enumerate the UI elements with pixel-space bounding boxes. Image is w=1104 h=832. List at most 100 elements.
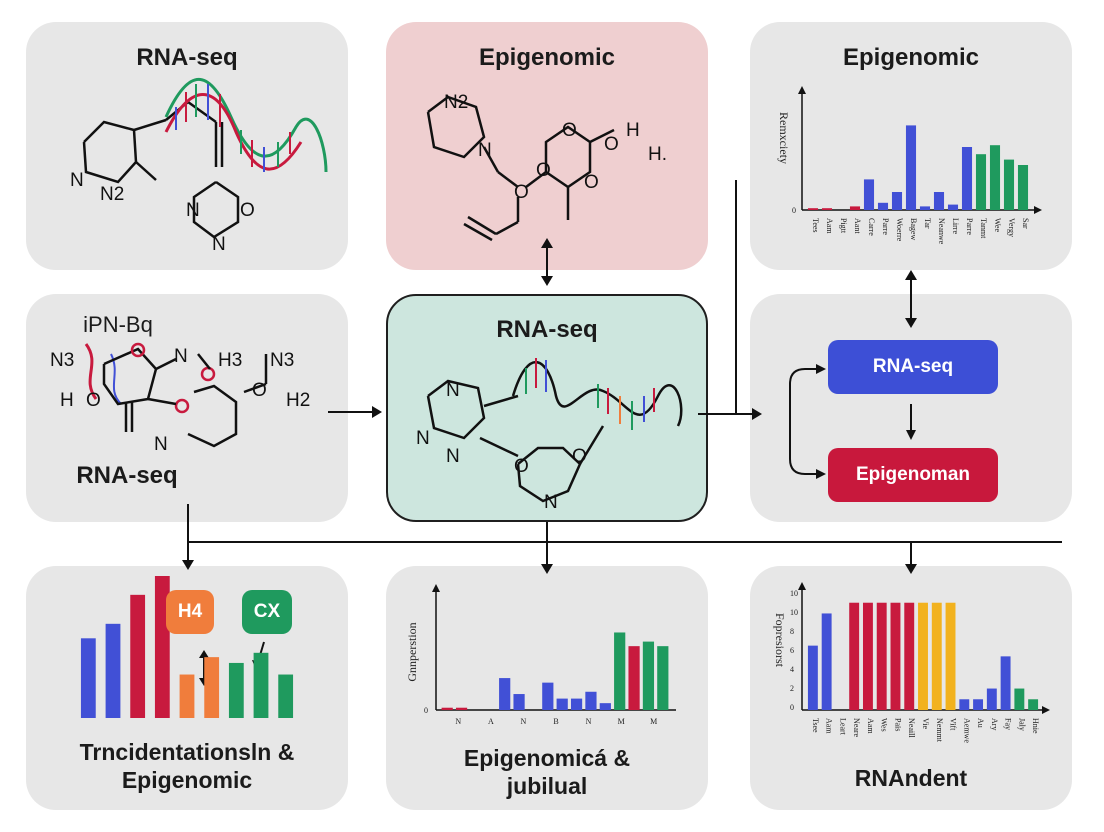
x-tick-label: B — [553, 717, 558, 726]
bar — [1028, 699, 1039, 710]
bar — [228, 662, 244, 718]
y-tick-label: 2 — [790, 684, 794, 693]
bar — [614, 632, 626, 710]
y-tick-label: 10 — [790, 608, 798, 617]
atom-label: O — [252, 380, 267, 401]
atom-label: O — [536, 160, 551, 181]
x-tick-label: Leart — [838, 718, 847, 736]
bar — [961, 147, 973, 210]
atom-label: N — [478, 140, 492, 161]
panel-title: Epigenomic — [842, 44, 980, 71]
atom-label: N — [544, 492, 558, 513]
zero-label: 0 — [792, 206, 796, 215]
atom-label: O — [572, 446, 587, 467]
x-tick-label: Lirre — [951, 218, 960, 234]
atom-label: N2 — [444, 92, 469, 113]
bar — [821, 613, 832, 710]
bar — [599, 703, 611, 710]
bar — [918, 602, 928, 710]
caption-line: jubilual — [506, 773, 588, 799]
x-tick-label: A — [488, 717, 494, 726]
panel-title: RNA-seq — [496, 316, 598, 343]
bar — [585, 691, 597, 710]
x-tick-label: Pigtt — [839, 218, 848, 234]
atom-label: N2 — [100, 184, 125, 205]
molecule-diagram — [426, 95, 615, 242]
x-tick-label: Hnie — [1031, 718, 1040, 734]
bar — [807, 208, 819, 210]
bar — [556, 698, 568, 710]
bar — [1000, 656, 1011, 710]
panel-bottom-left: H4 CX Trncidentationsln & Epigenomic — [26, 566, 348, 810]
y-tick-label: 6 — [790, 646, 794, 655]
panel-caption: Epigenomicá & jubilual — [386, 744, 708, 800]
panel-top-center: Epigenomic N2 N O O H O O O H. — [386, 22, 708, 270]
bar — [973, 699, 984, 710]
atom-label: H2 — [286, 390, 311, 411]
bar — [499, 678, 511, 710]
molecule-name: iPN-Bq — [83, 312, 153, 337]
arrow-up-icon — [905, 270, 917, 280]
panel-caption: Trncidentationsln & Epigenomic — [26, 738, 348, 794]
bar — [570, 698, 583, 710]
atom-label: N — [446, 380, 460, 401]
x-tick-label: Sar — [1021, 218, 1030, 229]
atom-label: N — [186, 200, 200, 221]
x-tick-label: Neare — [852, 718, 861, 738]
x-tick-label: Neanwe — [937, 218, 946, 245]
x-tick-label: N — [455, 717, 461, 726]
h4-badge: H4 — [166, 590, 214, 634]
bar — [542, 682, 554, 710]
molecule-dna-diagram — [82, 78, 328, 239]
x-tick-label: Tar — [923, 218, 932, 229]
x-tick-label: Aam — [866, 718, 875, 734]
atom-label: N — [446, 446, 460, 467]
atom-label: O — [562, 120, 577, 141]
x-tick-label: N — [586, 717, 592, 726]
atom-label: N — [70, 170, 84, 191]
x-tick-label: M — [618, 717, 625, 726]
panel-middle-center: RNA-seq N N N O O N — [386, 294, 708, 522]
molecule-dna-diagram — [426, 358, 683, 503]
x-tick-label: Woerre — [895, 218, 904, 242]
bar — [876, 602, 887, 710]
molecule-diagram — [84, 342, 268, 448]
bar — [1017, 165, 1029, 210]
atom-label: H — [626, 120, 640, 141]
bar — [204, 657, 220, 718]
bar — [821, 208, 833, 210]
x-tick-label: Parre — [881, 218, 890, 235]
y-axis-label: Remxciety — [777, 112, 791, 164]
bar — [455, 707, 468, 710]
panel-title: RNA-seq — [136, 44, 238, 71]
bar — [933, 192, 945, 210]
y-tick-label: 10 — [790, 589, 798, 598]
bar — [849, 206, 861, 210]
zero-label: 0 — [424, 706, 428, 715]
x-tick-label: Fay — [1004, 718, 1013, 730]
cx-badge: CX — [242, 590, 292, 634]
bar — [1014, 688, 1025, 710]
bar — [1003, 159, 1015, 210]
bar — [919, 206, 931, 210]
atom-label: H3 — [218, 350, 243, 371]
atom-label: N — [154, 434, 168, 455]
x-tick-label: M — [650, 717, 657, 726]
x-tick-label: Carre — [867, 218, 876, 236]
atom-label: N — [212, 234, 226, 255]
bar — [989, 145, 1001, 210]
x-tick-label: Aam — [825, 718, 834, 734]
bar — [807, 645, 818, 710]
bar — [513, 694, 525, 710]
bar — [130, 594, 146, 718]
x-tick-label: Tsee — [811, 718, 820, 733]
bar — [863, 179, 875, 210]
x-tick-label: N — [521, 717, 527, 726]
panel-caption: RNA-seq — [76, 462, 178, 489]
x-tick-label: Bagew — [909, 218, 918, 240]
caption-line: Epigenomicá & — [463, 745, 631, 771]
x-tick-label: Aemwe — [962, 718, 971, 743]
